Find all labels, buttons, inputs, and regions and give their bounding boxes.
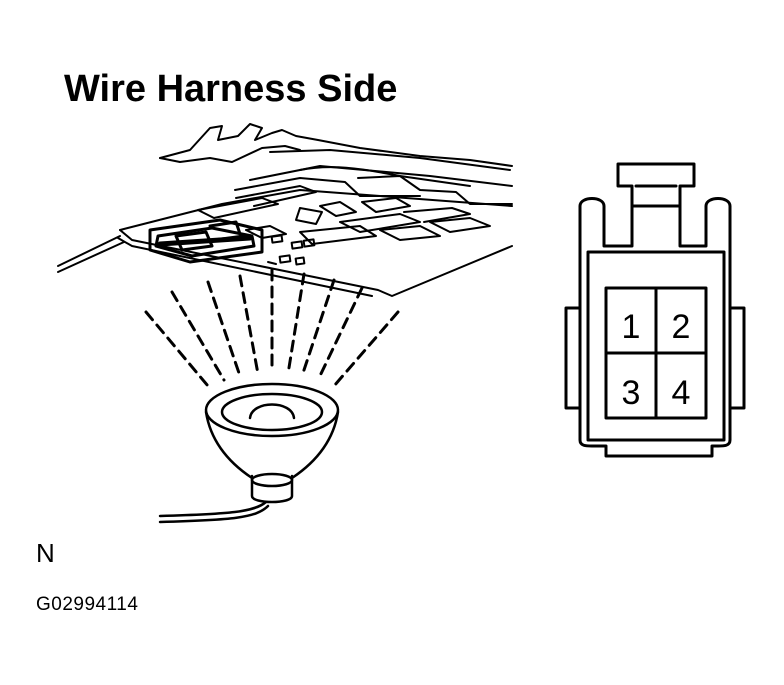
pin-number-4: 4 (672, 374, 691, 412)
wire-harness-illustration (57, 123, 513, 297)
inspection-lamp-icon (158, 382, 340, 524)
light-rays (144, 268, 400, 388)
pin-number-1: 1 (622, 308, 641, 346)
connector-face-diagram (564, 162, 746, 458)
figure-code: G02994114 (36, 594, 139, 615)
diagram-title: Wire Harness Side (64, 68, 398, 110)
pin-number-3: 3 (622, 374, 641, 412)
view-label: N (36, 538, 55, 568)
pin-number-2: 2 (672, 308, 691, 346)
